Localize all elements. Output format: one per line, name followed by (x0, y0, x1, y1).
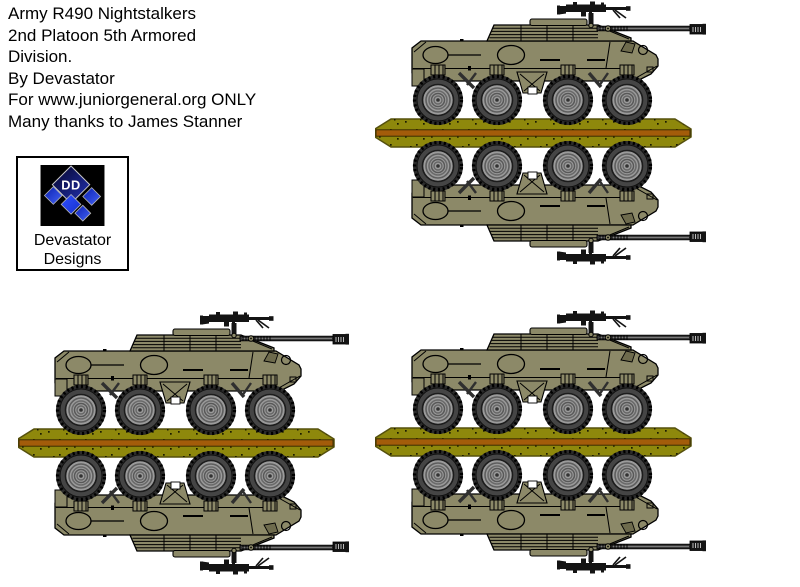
credits-line-platoon: 2nd Platoon 5th Armored (8, 25, 197, 45)
logo-left-diamond (43, 186, 63, 205)
logo-right-diamond (82, 187, 102, 206)
credits-line-author: By Devastator (8, 68, 115, 88)
logo-monogram: DD (61, 178, 80, 193)
credits-line-title: Army R490 Nightstalkers (8, 4, 197, 23)
vehicle-figure-bottom-left (18, 308, 354, 578)
publisher-logo-box: DD Devastator Designs (16, 156, 129, 271)
logo-bottom-diamond (74, 204, 92, 222)
logo-name-line1: Devastator (33, 232, 112, 249)
apc-artwork (375, 0, 711, 268)
credits-line-license: For www.juniorgeneral.org ONLY (8, 90, 257, 109)
vehicle-figure-top-right (375, 0, 711, 268)
logo-name-line2: Designs (43, 251, 102, 268)
vehicle-figure-bottom-right (375, 307, 711, 577)
credits-line-thanks: Many thanks to James Stanner (8, 111, 243, 131)
logo-center-diamond (60, 193, 82, 215)
dd-logo-icon: DD (40, 165, 105, 226)
apc-artwork (375, 307, 711, 577)
apc-artwork (18, 308, 354, 578)
credits-text: Army R490 Nightstalkers 2nd Platoon 5th … (8, 3, 256, 132)
credits-line-division: Division. (8, 47, 73, 66)
